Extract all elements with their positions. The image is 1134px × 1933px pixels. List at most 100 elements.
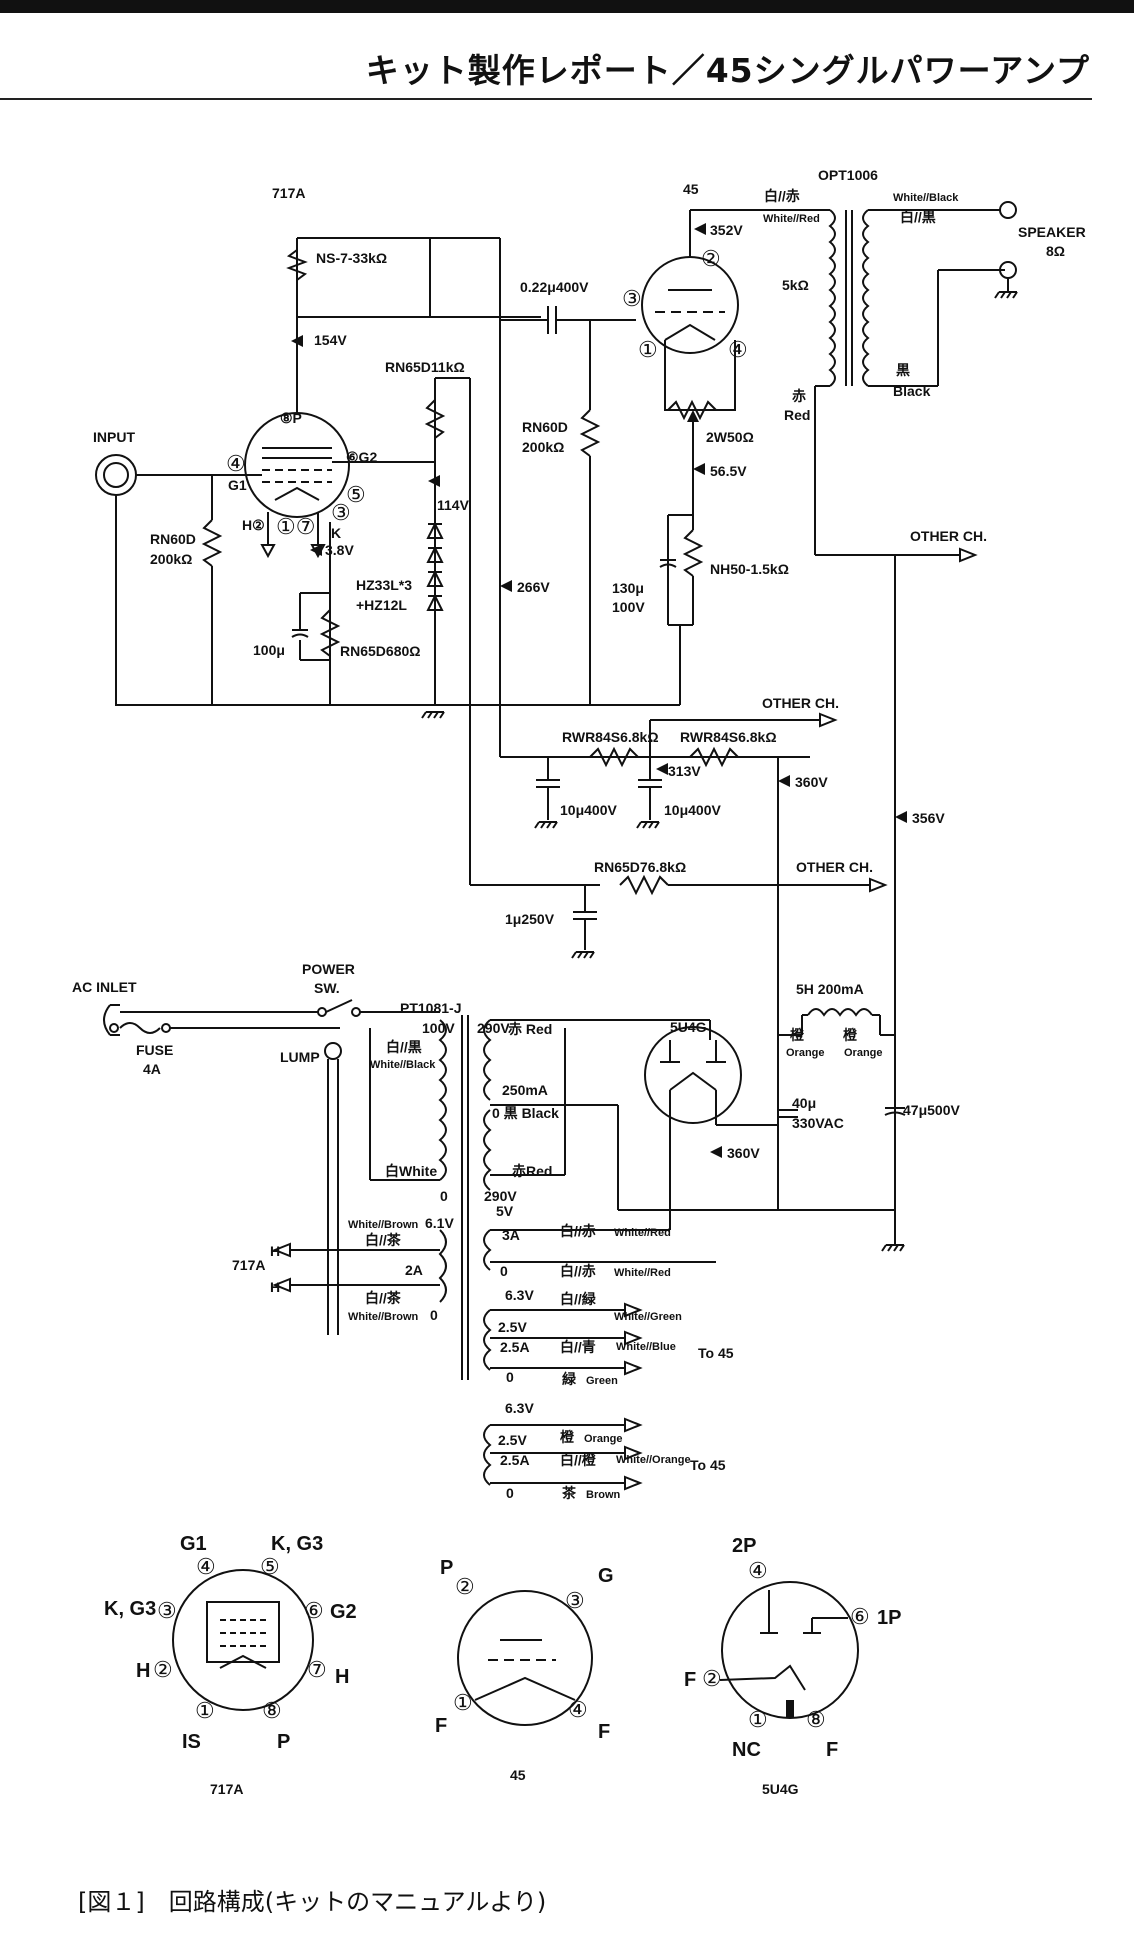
ac-inlet-label: AC INLET xyxy=(72,979,137,995)
5u4g-pin4: ④ xyxy=(748,1558,768,1583)
45-f-left: F xyxy=(435,1715,447,1737)
br-label: 茶 xyxy=(561,1485,577,1501)
v38-label: 3.8V xyxy=(325,542,354,558)
fuse-amp: 4A xyxy=(143,1061,161,1077)
5u4g-nc: NC xyxy=(732,1739,761,1761)
45-pin4: ④ xyxy=(568,1697,588,1722)
ch1-label: 白//茶 xyxy=(365,1232,402,1248)
opt-red-label: 赤 xyxy=(792,388,806,404)
power-supply-section: AC INLET FUSE 4A POWER SW. LUMP PT1081-J… xyxy=(72,961,960,1501)
5u4g-name: 5U4G xyxy=(762,1781,799,1797)
v360a-label: 360V xyxy=(795,774,828,790)
fuse-label: FUSE xyxy=(136,1042,173,1058)
power-switch-label: POWER xyxy=(302,961,355,977)
717a-g2: G2 xyxy=(330,1601,357,1623)
717a-pin7: ⑦ xyxy=(307,1657,327,1682)
pinout-5u4g: 2P ④ ⑥ 1P F ② ① ⑧ NC F 5U4G xyxy=(684,1535,901,1797)
a2-label: 2A xyxy=(405,1262,423,1278)
wg-en: White//Green xyxy=(614,1311,682,1323)
v114-label: 114V xyxy=(437,497,470,513)
rn60d-label: RN60D xyxy=(150,531,196,547)
717a-g1: G1 xyxy=(180,1533,207,1555)
cap10b-label: 10μ400V xyxy=(664,802,721,818)
k-label: K xyxy=(331,525,341,541)
5u4g-pin1: ① xyxy=(748,1707,768,1732)
v356-label: 356V xyxy=(912,810,945,826)
rn65-1k-label: RN65D11kΩ xyxy=(385,359,465,375)
pinout-717a: G1 ④ K, G3 ⑤ K, G3 ③ ⑥ G2 H ② ⑦ H ① ⑧ IS… xyxy=(104,1533,357,1797)
g2-label: ⑥G2 xyxy=(346,449,377,465)
tube-45-label: 45 xyxy=(683,181,699,197)
45-p: P xyxy=(440,1557,453,1579)
717a-pin4: ④ xyxy=(196,1554,216,1579)
v63a-label: 6.3V xyxy=(505,1287,534,1303)
pot-label: 2W50Ω xyxy=(706,429,754,445)
v154-label: 154V xyxy=(314,332,347,348)
or2-label: 橙 xyxy=(843,1027,858,1043)
pin3k-label: ③ xyxy=(331,500,351,525)
wr1-label: 白//赤 xyxy=(560,1223,596,1239)
opt-red-en: Red xyxy=(784,407,810,423)
5u4g-f-left: F xyxy=(684,1669,696,1691)
717a-pin2: ② xyxy=(153,1657,173,1682)
v61-label: 6.1V xyxy=(425,1215,454,1231)
v290a-label: 290V xyxy=(477,1020,510,1036)
cap10a-label: 10μ400V xyxy=(560,802,617,818)
tube-5u4g-label: 5U4G xyxy=(670,1019,707,1035)
z0c-label: 0 xyxy=(506,1369,514,1385)
opt-secondary-en: White//Black xyxy=(893,192,959,204)
v313-label: 313V xyxy=(668,763,701,779)
z0d-label: 0 xyxy=(506,1485,514,1501)
cap100-label: 100μ xyxy=(253,642,285,658)
45-g: G xyxy=(598,1565,614,1587)
br-en: Brown xyxy=(586,1489,621,1501)
pin17-label: ①⑦ xyxy=(276,514,315,539)
wb1-label: White//Brown xyxy=(348,1219,419,1231)
ac-inlet xyxy=(103,1004,111,1036)
717a-kg3-left: K, G3 xyxy=(104,1598,156,1620)
lump-label: LUMP xyxy=(280,1049,320,1065)
speaker-ohm: 8Ω xyxy=(1046,243,1065,259)
nh50-label: NH50-1.5kΩ xyxy=(710,561,789,577)
a25a-label: 2.5A xyxy=(500,1339,530,1355)
wr1-en: White//Red xyxy=(614,1227,671,1239)
amplifier-section: NS-7-33kΩ 154V 717A 0.22μ400V ③ RN60D 20… xyxy=(93,167,1086,1210)
opt-impedance: 5kΩ xyxy=(782,277,809,293)
blk0-label: 0 黒 Black xyxy=(492,1105,559,1121)
rwr1-label: RWR84S6.8kΩ xyxy=(562,729,659,745)
input-label: INPUT xyxy=(93,429,135,445)
t717a-heater-label: 717A xyxy=(232,1257,265,1273)
5u4g-pin8: ⑧ xyxy=(806,1707,826,1732)
opt-secondary-label: 白//黒 xyxy=(900,209,936,225)
717a-is: IS xyxy=(182,1731,201,1753)
sec-red2-label: 赤Red xyxy=(512,1163,552,1179)
pt-label: PT1081-J xyxy=(400,1000,461,1016)
v63b-label: 6.3V xyxy=(505,1400,534,1416)
v266-label: 266V xyxy=(517,579,550,595)
rn60d-value: 200kΩ xyxy=(150,551,192,567)
717a-kg3-top: K, G3 xyxy=(271,1533,323,1555)
or3-label: 橙 xyxy=(560,1429,575,1445)
v25a-label: 2.5V xyxy=(498,1319,527,1335)
page-header: キット製作レポート／45シングルパワーアンプ xyxy=(365,51,1090,90)
gr-en: Green xyxy=(586,1375,618,1387)
other-ch-2: OTHER CH. xyxy=(762,695,839,711)
v290b-label: 290V xyxy=(484,1188,517,1204)
rwr2-label: RWR84S6.8kΩ xyxy=(680,729,777,745)
5u4g-2p: 2P xyxy=(732,1535,756,1557)
choke-label: 5H 200mA xyxy=(796,981,864,997)
gr-label: 緑 xyxy=(562,1371,577,1387)
pin1-label: ① xyxy=(638,337,658,362)
tube-5u4g xyxy=(644,1026,742,1124)
v565-label: 56.5V xyxy=(710,463,747,479)
717a-pin1: ① xyxy=(195,1698,215,1723)
opt-black-en: Black xyxy=(893,383,931,399)
717a-pin6: ⑥ xyxy=(304,1598,324,1623)
pin4-label: ④ xyxy=(728,337,748,362)
45-pin1: ① xyxy=(453,1690,473,1715)
pri-wb-label: 白//黒 xyxy=(386,1039,422,1055)
rn65-76k-label: RN65D76.8kΩ xyxy=(594,859,686,875)
pinout-45: P ② ③ G F ① ④ F 45 xyxy=(435,1557,614,1783)
pin5-label: ⑤ xyxy=(346,482,366,507)
45-f-right: F xyxy=(598,1721,610,1743)
